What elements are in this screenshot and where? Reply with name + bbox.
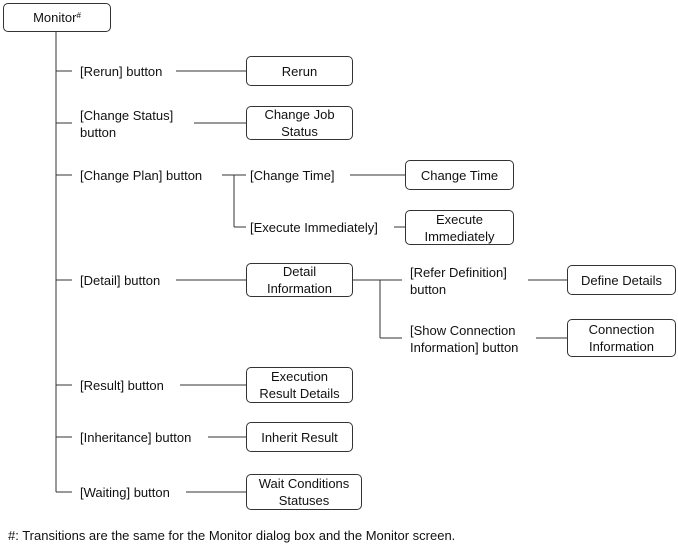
- inheritance-button-label: [Inheritance] button: [80, 430, 192, 445]
- refer-definition-button-label: [Refer Definition] button: [410, 265, 507, 297]
- monitor-root-mark: #: [76, 11, 81, 20]
- change-plan-button-label: [Change Plan] button: [80, 168, 203, 183]
- rerun-screen-box: Rerun: [246, 56, 353, 86]
- inherit-result-screen-box: Inherit Result: [246, 422, 353, 452]
- monitor-root-box: Monitor#: [3, 3, 111, 32]
- rerun-button-label: [Rerun] button: [80, 64, 163, 79]
- show-connection-button-label: [Show Connection Information] button: [410, 323, 519, 355]
- detail-button-label: [Detail] button: [80, 273, 161, 288]
- footnote: #: Transitions are the same for the Moni…: [8, 528, 456, 543]
- change-job-status-screen-box: Change Job Status: [246, 106, 353, 140]
- monitor-root-label: Monitor: [33, 10, 77, 25]
- change-time-screen-box: Change Time: [405, 160, 514, 190]
- detail-information-screen-box: Detail Information: [246, 263, 353, 297]
- change-time-button-label: [Change Time]: [250, 168, 335, 183]
- waiting-button-label: [Waiting] button: [80, 485, 170, 500]
- execute-immediately-screen-box: Execute Immediately: [405, 210, 514, 245]
- execute-immediately-button-label: [Execute Immediately]: [250, 220, 378, 235]
- connection-information-screen-box: Connection Information: [567, 319, 676, 357]
- result-button-label: [Result] button: [80, 378, 164, 393]
- define-details-screen-box: Define Details: [567, 265, 676, 295]
- execution-result-details-screen-box: Execution Result Details: [246, 367, 353, 403]
- change-status-button-label: [Change Status] button: [80, 108, 174, 140]
- wait-conditions-statuses-screen-box: Wait Conditions Statuses: [246, 474, 362, 510]
